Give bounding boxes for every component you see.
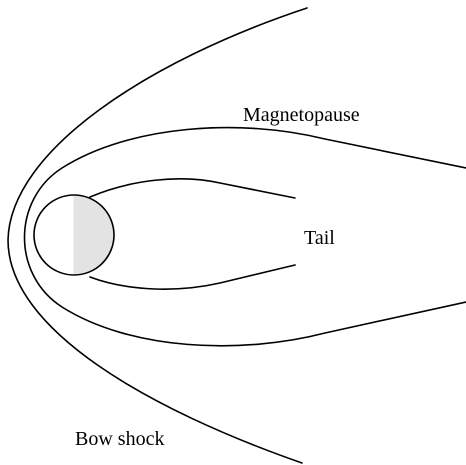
bow-shock-label: Bow shock [75,428,164,450]
tail-curve-lower [89,264,296,290]
planet-outline [33,194,115,276]
magnetopause-label: Magnetopause [243,104,360,126]
magnetopause-curve [23,126,466,347]
planet-night-side [74,195,114,275]
bow-shock-curve [7,7,308,464]
planet [33,194,115,276]
tail-curve [89,178,296,199]
tail-label: Tail [304,227,335,249]
